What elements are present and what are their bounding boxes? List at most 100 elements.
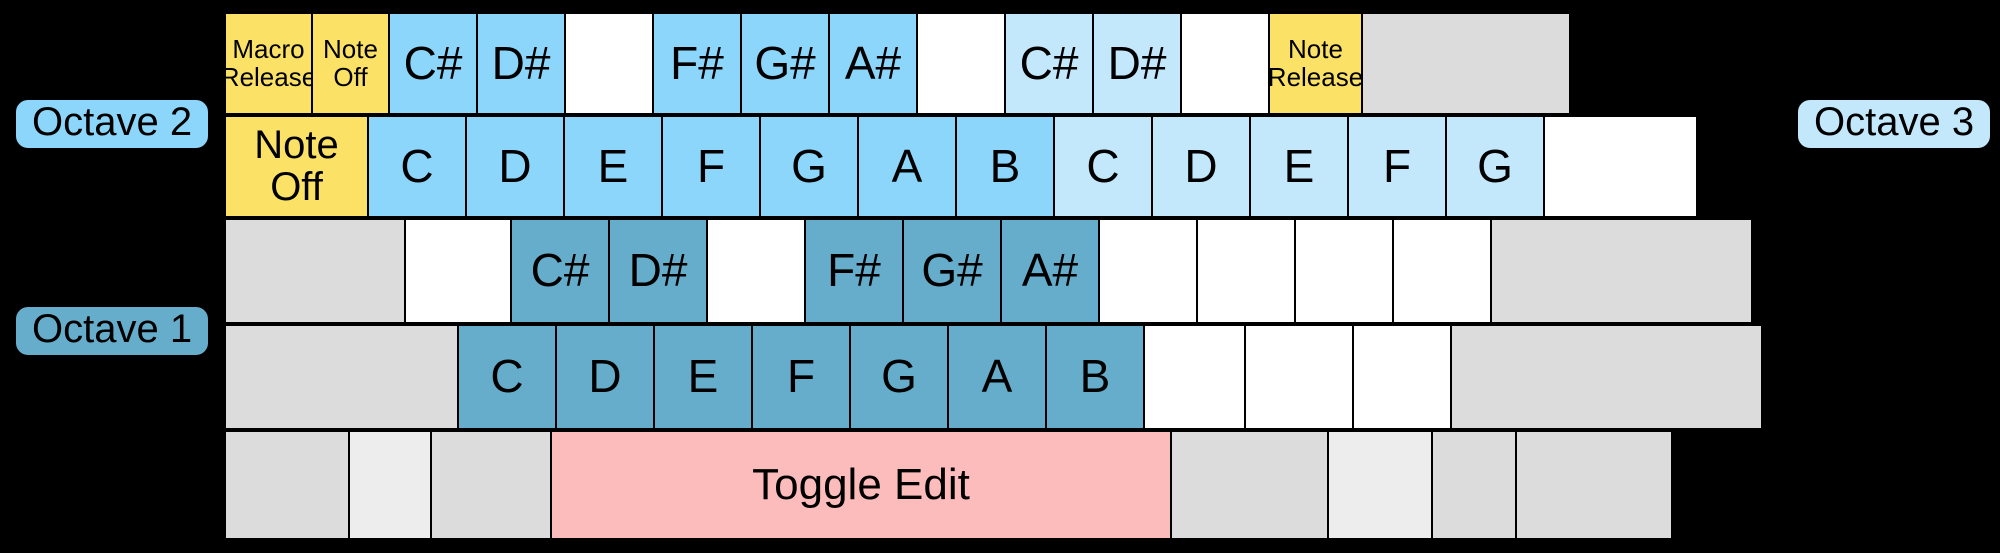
key-label-line: E (1283, 139, 1315, 192)
key-d-sharp[interactable]: D# (1092, 12, 1182, 115)
key-blank (564, 12, 654, 115)
key-blank (1196, 218, 1296, 324)
octave-2-tag-label: Octave 2 (32, 99, 193, 144)
key-label-line: Note (323, 34, 378, 65)
key-label-line: A# (1021, 244, 1079, 297)
key-blank (404, 218, 512, 324)
key-label-line: Note (1288, 34, 1343, 65)
key-f-sharp[interactable]: F# (804, 218, 904, 324)
key-b[interactable]: B (1045, 324, 1145, 430)
key-label-line: C# (1019, 36, 1079, 89)
key-label-line: F# (670, 36, 724, 89)
key-e[interactable]: E (563, 115, 663, 218)
key-d[interactable]: D (555, 324, 655, 430)
key-blank (1180, 12, 1270, 115)
key-f-sharp[interactable]: F# (652, 12, 742, 115)
octave-3-tag-label: Octave 3 (1814, 99, 1975, 144)
key-blank (224, 430, 350, 540)
key-label-line: Macro (232, 34, 305, 65)
key-blank (1327, 430, 1433, 540)
key-g-sharp[interactable]: G# (740, 12, 830, 115)
key-f[interactable]: F (751, 324, 851, 430)
key-blank (1490, 218, 1753, 324)
key-f[interactable]: F (661, 115, 761, 218)
key-label-line: G# (754, 36, 816, 89)
key-label-line: Note (254, 122, 339, 167)
octave-1-tag: Octave 1 (14, 305, 211, 357)
key-a-sharp[interactable]: A# (1000, 218, 1100, 324)
key-blank (1170, 430, 1329, 540)
key-label-line: C# (403, 36, 463, 89)
key-a-sharp[interactable]: A# (828, 12, 918, 115)
key-label-line: Off (270, 164, 323, 209)
key-label-line: Release (224, 61, 313, 92)
key-c[interactable]: C (1053, 115, 1153, 218)
key-label-line: G# (921, 244, 983, 297)
key-label-line: G (791, 139, 827, 192)
key-c[interactable]: C (367, 115, 467, 218)
key-blank (1294, 218, 1394, 324)
key-label-line: A (891, 139, 923, 192)
key-toggle-edit[interactable]: Toggle Edit (550, 430, 1172, 540)
key-c-sharp[interactable]: C# (1004, 12, 1094, 115)
key-label-line: Toggle Edit (752, 460, 970, 510)
key-blank (224, 218, 406, 324)
key-blank (1352, 324, 1452, 430)
key-label-line: F (696, 139, 726, 192)
key-blank (1244, 324, 1354, 430)
key-label-line: C (490, 350, 524, 403)
key-c-sharp[interactable]: C# (388, 12, 478, 115)
keyboard-row-5: Toggle Edit (224, 430, 1673, 540)
key-blank (1392, 218, 1492, 324)
key-blank (1098, 218, 1198, 324)
key-label-line: F (1382, 139, 1412, 192)
key-label-line: D (588, 350, 622, 403)
key-label-line: E (687, 350, 719, 403)
key-d[interactable]: D (1151, 115, 1251, 218)
key-c-sharp[interactable]: C# (510, 218, 610, 324)
key-e[interactable]: E (653, 324, 753, 430)
key-label-line: D (1184, 139, 1218, 192)
octave-2-tag: Octave 2 (14, 98, 211, 150)
key-label-line: D# (628, 244, 688, 297)
key-blank (1543, 115, 1698, 218)
key-g[interactable]: G (759, 115, 859, 218)
key-a[interactable]: A (857, 115, 957, 218)
key-e[interactable]: E (1249, 115, 1349, 218)
key-label-line: G (881, 350, 917, 403)
key-c[interactable]: C (457, 324, 557, 430)
key-label-line: B (989, 139, 1021, 192)
key-blank (706, 218, 806, 324)
key-label-line: D (498, 139, 532, 192)
key-blank (1143, 324, 1246, 430)
key-blank (916, 12, 1006, 115)
key-g-sharp[interactable]: G# (902, 218, 1002, 324)
key-label-line: C (400, 139, 434, 192)
key-blank (430, 430, 552, 540)
key-d-sharp[interactable]: D# (608, 218, 708, 324)
key-g[interactable]: G (1445, 115, 1545, 218)
key-label-line: F (786, 350, 816, 403)
key-label-line: E (597, 139, 629, 192)
key-a[interactable]: A (947, 324, 1047, 430)
key-d-sharp[interactable]: D# (476, 12, 566, 115)
key-blank (224, 324, 459, 430)
key-b[interactable]: B (955, 115, 1055, 218)
key-label-line: C (1086, 139, 1120, 192)
key-f[interactable]: F (1347, 115, 1447, 218)
key-label-line: D# (491, 36, 551, 89)
key-d[interactable]: D (465, 115, 565, 218)
key-label-line: Off (333, 61, 368, 92)
key-label-line: Release (1268, 61, 1363, 92)
key-label-line: G (1477, 139, 1513, 192)
key-g[interactable]: G (849, 324, 949, 430)
key-label-line: F# (827, 244, 881, 297)
key-label-line: A (981, 350, 1013, 403)
